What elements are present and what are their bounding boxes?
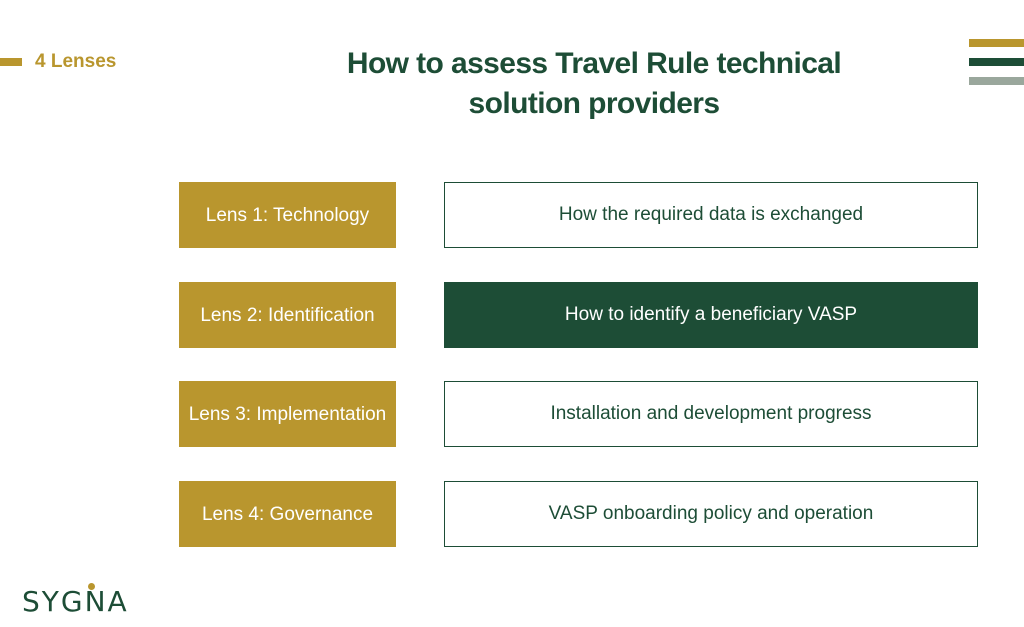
section-marker-bar <box>0 58 22 66</box>
page-title: How to assess Travel Rule technical solu… <box>346 47 842 120</box>
decorative-stripe-grey <box>969 77 1024 85</box>
lens-1-description: How the required data is exchanged <box>444 182 978 248</box>
logo-dot-icon <box>88 583 95 590</box>
lens-3-label: Lens 3: Implementation <box>179 381 396 447</box>
lens-2-description: How to identify a beneficiary VASP <box>444 282 978 348</box>
decorative-stripe-gold <box>969 39 1024 47</box>
lens-4-label: Lens 4: Governance <box>179 481 396 547</box>
lens-2-label: Lens 2: Identification <box>179 282 396 348</box>
lens-4-description: VASP onboarding policy and operation <box>444 481 978 547</box>
decorative-stripe-green <box>969 58 1024 66</box>
sygna-logo: SYGNA <box>22 585 129 618</box>
section-label: 4 Lenses <box>35 51 117 72</box>
lens-1-label: Lens 1: Technology <box>179 182 396 248</box>
lens-3-description: Installation and development progress <box>444 381 978 447</box>
